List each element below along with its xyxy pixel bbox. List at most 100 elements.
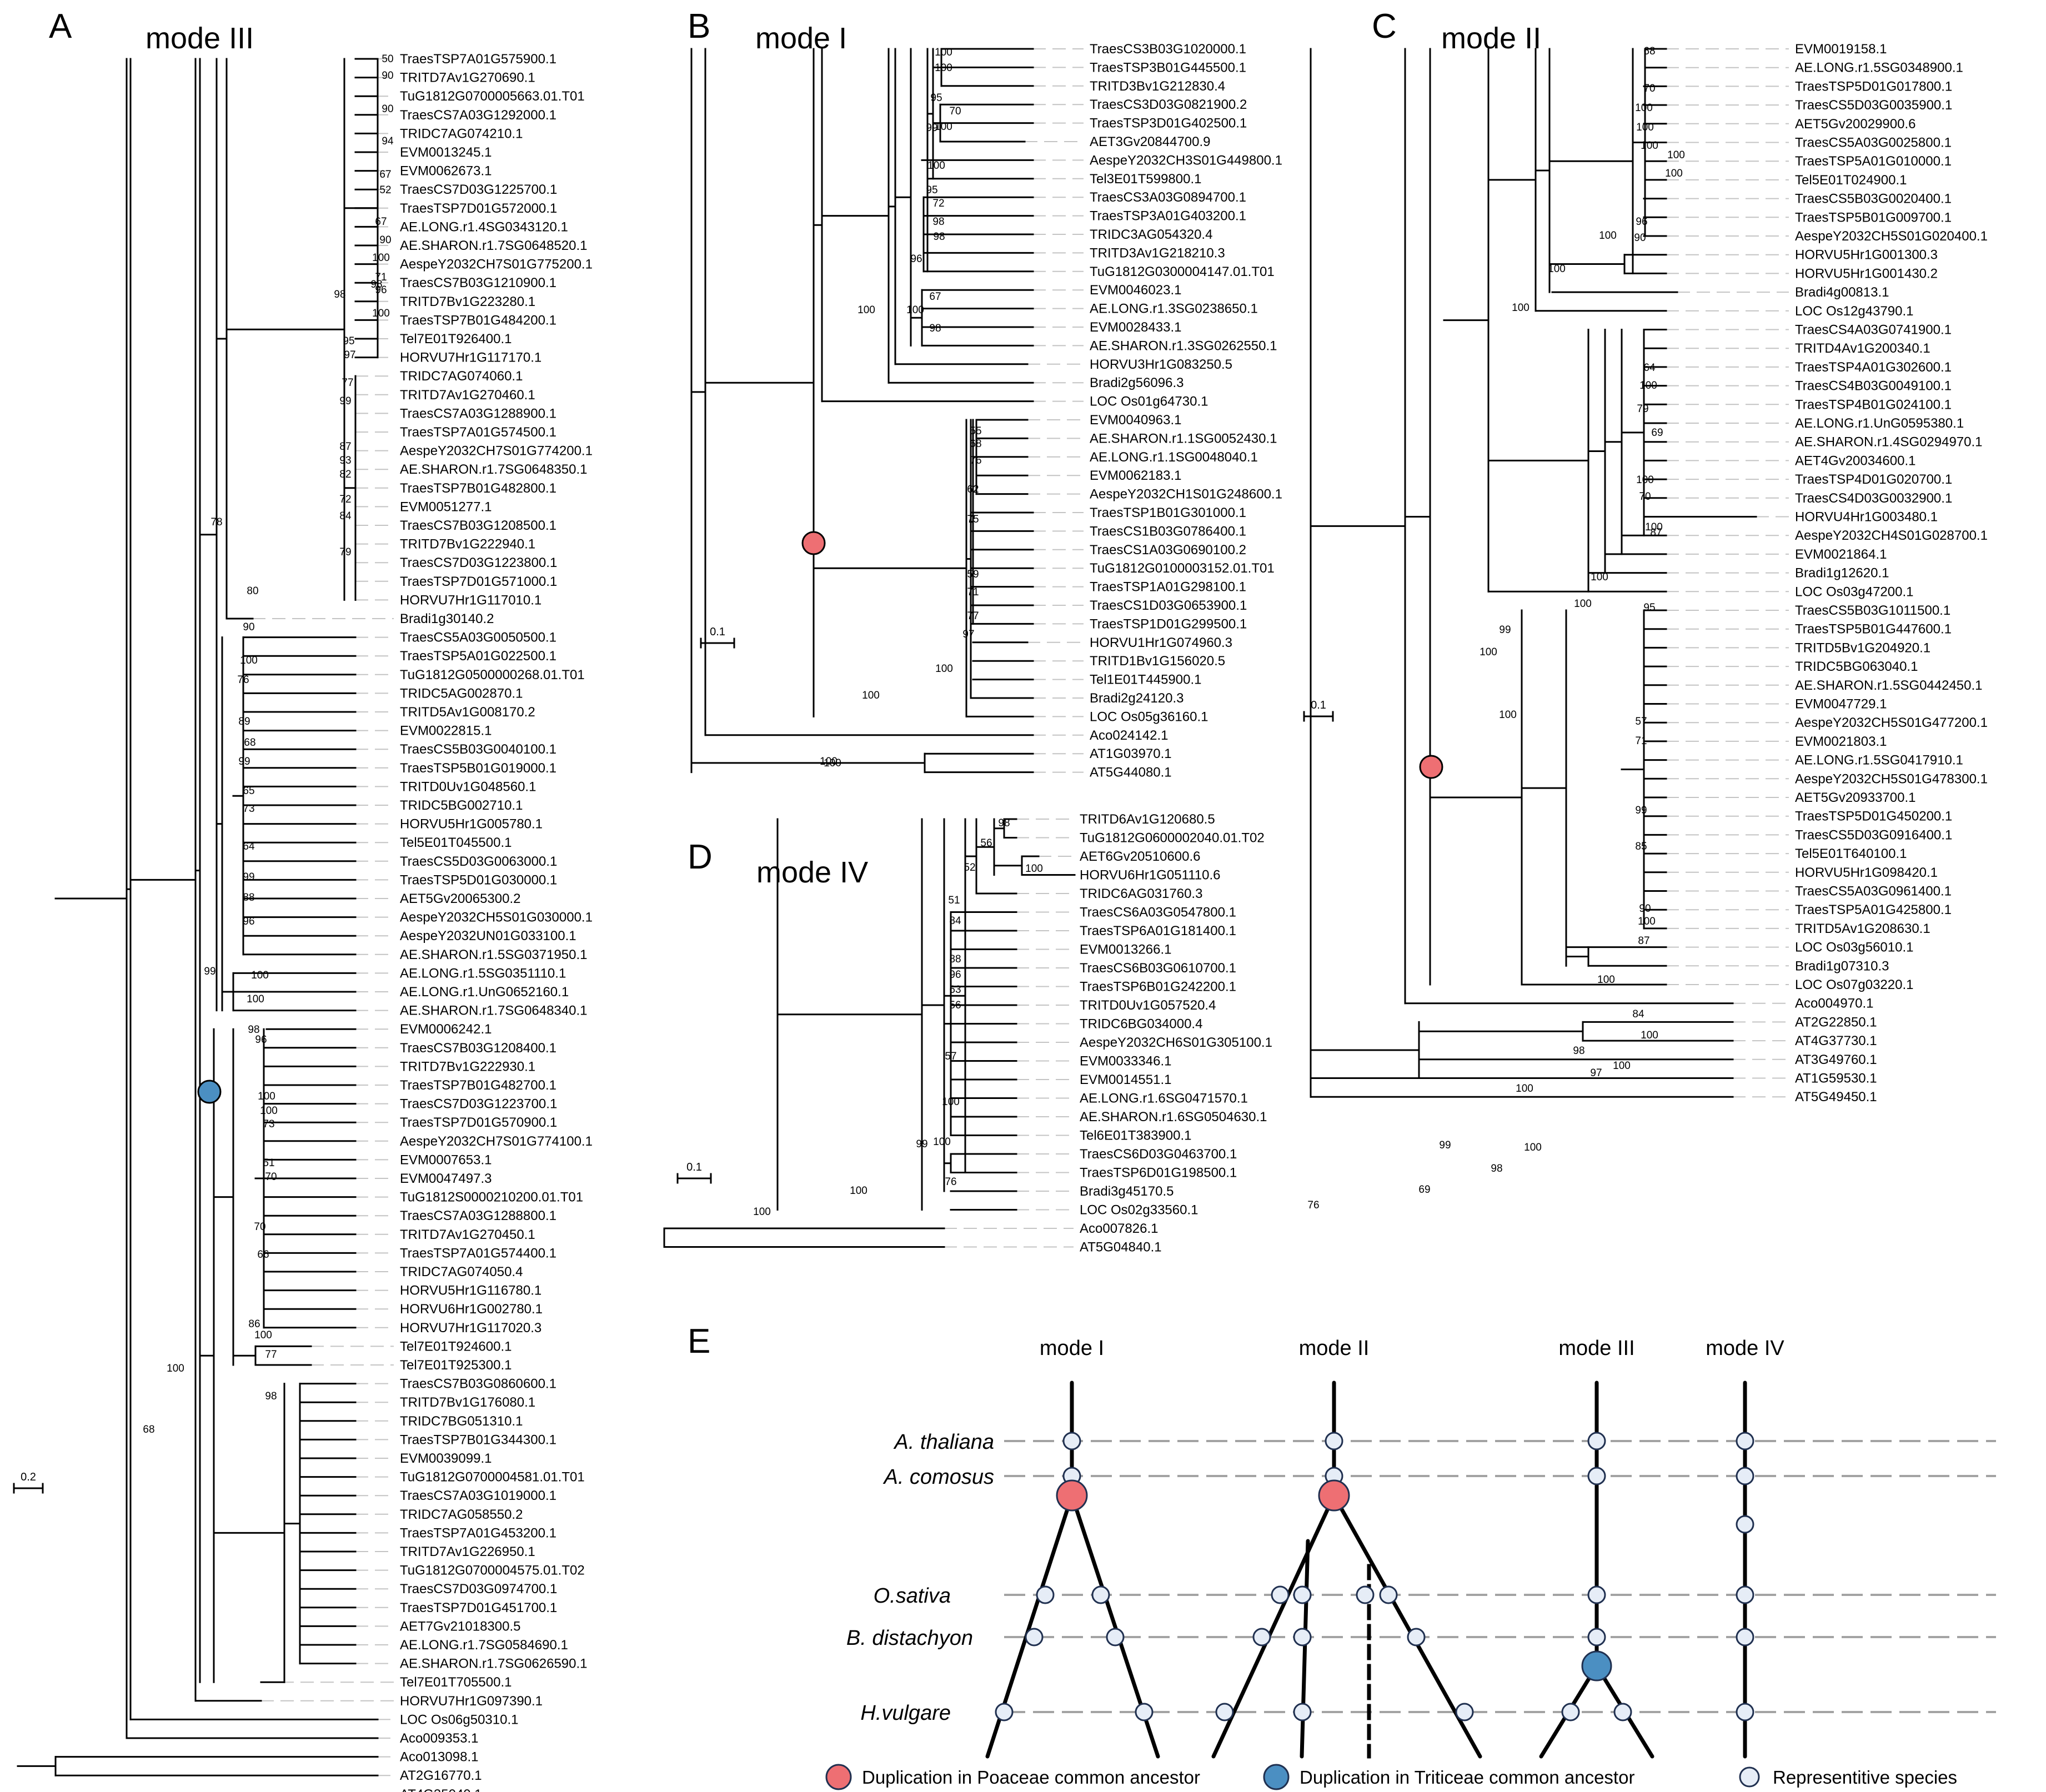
leaf-label: LOC Os05g36160.1 — [1090, 709, 1208, 724]
leaf-label: EVM0014551.1 — [1080, 1072, 1171, 1087]
leaf-label: EVM0013245.1 — [400, 145, 492, 160]
bootstrap-value: 69 — [1651, 427, 1663, 439]
leaf-label: AE.LONG.r1.7SG0584690.1 — [400, 1638, 568, 1653]
bootstrap-value: 95 — [343, 335, 354, 347]
leaf-label: Tel5E01T640100.1 — [1795, 846, 1907, 861]
bootstrap-value: 100 — [1635, 102, 1653, 114]
bootstrap-value: 100 — [933, 1136, 951, 1148]
species-node — [1091, 1585, 1110, 1604]
bootstrap-value: 68 — [244, 737, 255, 749]
leaf-label: EVM0006242.1 — [400, 1022, 492, 1037]
leaf-label: HORVU5Hr1G098420.1 — [1795, 865, 1938, 880]
species-node — [1587, 1432, 1606, 1450]
bootstrap-value: 100 — [1641, 1030, 1658, 1041]
leaf-label: EVM0021803.1 — [1795, 734, 1887, 749]
leaf-label: Bradi2g24120.3 — [1090, 691, 1184, 706]
bootstrap-value: 100 — [251, 970, 269, 981]
leaf-label: TraesCS5B03G1011500.1 — [1795, 603, 1950, 618]
leaf-label: Tel5E01T045500.1 — [400, 835, 512, 850]
leaf-label: TraesTSP7D01G572000.1 — [400, 201, 557, 216]
species-node — [1587, 1467, 1606, 1485]
bootstrap-value: 77 — [265, 1349, 277, 1361]
leaf-label: LOC Os07g03220.1 — [1795, 977, 1913, 992]
bootstrap-value: 100 — [1480, 646, 1497, 658]
species-node — [1025, 1628, 1044, 1647]
bootstrap-value: 70 — [1639, 491, 1651, 503]
bootstrap-value: 98 — [265, 1391, 277, 1402]
leaf-label: HORVU7Hr1G117010.1 — [400, 593, 541, 608]
leaf-label: TRIDC3AG054320.4 — [1090, 227, 1212, 242]
leaf-label: Bradi2g56096.3 — [1090, 375, 1184, 390]
leaf-label: TuG1812G0300004147.01.T01 — [1090, 264, 1275, 279]
leaf-label: AespeY2032CH5S01G030000.1 — [400, 910, 593, 925]
leaf-label: AET5Gv20933700.1 — [1795, 790, 1916, 805]
bootstrap-value: 96 — [1636, 216, 1647, 228]
leaf-label: LOC Os06g50310.1 — [400, 1712, 518, 1727]
leaf-label: TraesTSP1B01G301000.1 — [1090, 505, 1246, 520]
bootstrap-value: 98 — [932, 216, 944, 228]
bootstrap-value: 100 — [372, 308, 390, 319]
tree-panel-c: EVM0019158.1AE.LONG.r1.5SG0348900.1Traes… — [1303, 42, 1988, 1211]
leaf-label: HORVU5Hr1G116780.1 — [400, 1283, 541, 1298]
bootstrap-value: 85 — [1635, 841, 1647, 852]
leaf-label: AT5G49450.1 — [1795, 1090, 1877, 1105]
bootstrap-value: 73 — [263, 1118, 274, 1130]
bootstrap-value: 100 — [1524, 1142, 1542, 1153]
leaf-label: TRITD6Av1G120680.5 — [1080, 812, 1215, 827]
bootstrap-value: 51 — [948, 895, 960, 906]
bootstrap-value: 100 — [167, 1363, 184, 1374]
leaf-label: HORVU6Hr1G051110.6 — [1080, 868, 1220, 883]
leaf-label: EVM0039099.1 — [400, 1451, 492, 1466]
lineage-line — [1300, 1539, 1310, 1759]
leaf-label: TraesCS3B03G1020000.1 — [1090, 42, 1246, 57]
leaf-label: AespeY2032CH7S01G774200.1 — [400, 444, 593, 459]
leaf-label: TRIDC5BG063040.1 — [1795, 659, 1918, 674]
leaf-label: TraesCS7D03G1223800.1 — [400, 555, 557, 570]
bootstrap-value: 98 — [933, 231, 945, 243]
legend-label: Representitive species — [1773, 1767, 1957, 1788]
leaf-label: TraesTSP7A01G575900.1 — [400, 52, 556, 67]
leaf-label: TraesCS1D03G0653900.1 — [1090, 598, 1247, 613]
bootstrap-value: 84 — [949, 915, 961, 927]
mode-label: mode II — [1299, 1337, 1370, 1360]
triticeae-duplication-node — [1581, 1650, 1612, 1681]
bootstrap-value: 100 — [372, 252, 390, 264]
leaf-label: HORVU5Hr1G001430.2 — [1795, 266, 1938, 281]
bootstrap-value: 52 — [379, 184, 391, 196]
leaf-label: EVM0021864.1 — [1795, 547, 1887, 562]
leaf-label: TraesTSP7B01G484200.1 — [400, 313, 556, 328]
leaf-label: Aco024142.1 — [1090, 728, 1168, 743]
bootstrap-value: 100 — [824, 757, 841, 769]
leaf-label: TraesTSP4A01G302600.1 — [1795, 360, 1952, 375]
leaf-label: TRITD3Av1G218210.3 — [1090, 245, 1225, 260]
leaf-label: TRITD5Av1G208630.1 — [1795, 921, 1930, 936]
leaf-label: TraesCS7D03G0974700.1 — [400, 1582, 557, 1597]
bootstrap-value: 69 — [1418, 1184, 1430, 1196]
leaf-label: TraesCS5D03G0916400.1 — [1795, 827, 1952, 842]
bootstrap-value: 99 — [204, 966, 215, 977]
leaf-label: AT4G35040.1 — [400, 1787, 482, 1792]
bootstrap-value: 77 — [342, 377, 353, 389]
bootstrap-value: 100 — [935, 121, 952, 133]
leaf-label: AE.SHARON.r1.7SG0648340.1 — [400, 1003, 588, 1018]
bootstrap-value: 63 — [949, 984, 961, 996]
bootstrap-value: 98 — [998, 817, 1010, 829]
bootstrap-value: 90 — [1639, 903, 1651, 915]
leaf-label: AespeY2032CH3S01G449800.1 — [1090, 153, 1282, 168]
bootstrap-value: 84 — [1632, 1008, 1644, 1020]
leaf-label: Bradi1g07310.3 — [1795, 958, 1889, 973]
bootstrap-value: 57 — [945, 1051, 956, 1062]
leaf-label: HORVU5Hr1G005780.1 — [400, 817, 543, 832]
bootstrap-value: 70 — [265, 1171, 277, 1183]
leaf-label: TuG1812G0500000268.01.T01 — [400, 667, 585, 682]
leaf-label: TraesCS7A03G1288900.1 — [400, 406, 556, 421]
bootstrap-value: 100 — [1548, 263, 1566, 275]
bootstrap-value: 94 — [382, 135, 394, 147]
species-node — [1736, 1628, 1754, 1647]
leaf-label: TRIDC6AG031760.3 — [1080, 886, 1202, 901]
scale-bar-label: 0.1 — [1311, 699, 1326, 711]
leaf-label: AET3Gv20844700.9 — [1090, 134, 1211, 149]
bootstrap-value: 96 — [949, 969, 961, 981]
bootstrap-value: 100 — [240, 655, 258, 666]
